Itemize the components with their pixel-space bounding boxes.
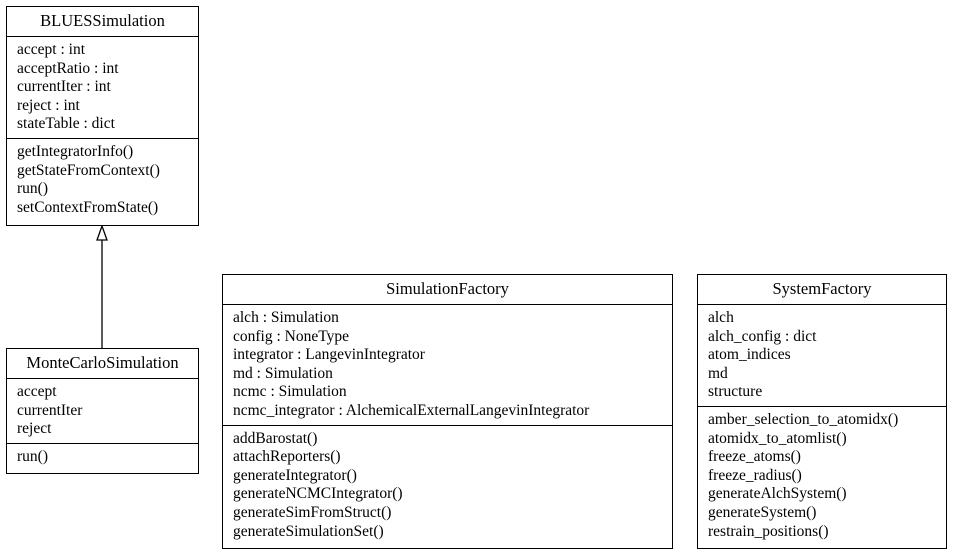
attributes-section: accept currentIter reject	[7, 379, 198, 444]
attribute: alch	[708, 309, 734, 326]
attribute: reject	[17, 420, 52, 438]
attribute: accept	[17, 383, 57, 400]
class-systemfactory[interactable]: SystemFactory alch alch_config : dict at…	[697, 274, 947, 549]
attribute: config : NoneType	[233, 327, 349, 345]
attribute: alch_config : dict	[708, 327, 817, 345]
class-name: BLUESSimulation	[7, 7, 198, 37]
method: atomidx_to_atomlist()	[708, 429, 847, 447]
method: generateNCMCIntegrator()	[233, 485, 403, 503]
attribute: md	[708, 364, 728, 382]
method: amber_selection_to_atomidx()	[708, 410, 899, 428]
methods-section: run()	[7, 444, 198, 471]
class-montecarlosimulation[interactable]: MonteCarloSimulation accept currentIter …	[6, 348, 199, 474]
class-bluessimulation[interactable]: BLUESSimulation accept : int acceptRatio…	[6, 6, 199, 226]
method: addBarostat()	[233, 429, 318, 447]
method: setContextFromState()	[17, 198, 159, 216]
method: run()	[17, 180, 48, 198]
inheritance-arrowhead	[96, 224, 108, 241]
attribute: reject : int	[17, 96, 80, 114]
class-name: MonteCarloSimulation	[7, 349, 198, 379]
class-name: SystemFactory	[698, 275, 946, 305]
method: freeze_atoms()	[708, 448, 801, 466]
attribute: integrator : LangevinIntegrator	[233, 346, 425, 364]
method: generateAlchSystem()	[708, 485, 847, 503]
method: freeze_radius()	[708, 466, 802, 484]
attribute: currentIter : int	[17, 78, 111, 96]
attributes-section: alch alch_config : dict atom_indices md …	[698, 305, 946, 407]
attribute: md : Simulation	[233, 364, 333, 382]
method: generateSimulationSet()	[233, 522, 384, 540]
methods-section: amber_selection_to_atomidx() atomidx_to_…	[698, 407, 946, 545]
method: run()	[17, 447, 48, 465]
attribute: alch : Simulation	[233, 309, 339, 326]
method: attachReporters()	[233, 448, 341, 466]
class-simulationfactory[interactable]: SimulationFactory alch : Simulation conf…	[222, 274, 673, 549]
attribute: atom_indices	[708, 346, 791, 364]
methods-section: addBarostat() attachReporters() generate…	[223, 426, 672, 546]
attributes-section: accept : int acceptRatio : int currentIt…	[7, 37, 198, 139]
method: generateSimFromStruct()	[233, 503, 392, 521]
attribute: stateTable : dict	[17, 115, 115, 133]
attributes-section: alch : Simulation config : NoneType inte…	[223, 305, 672, 426]
method: generateIntegrator()	[233, 466, 357, 484]
attribute: acceptRatio : int	[17, 59, 119, 77]
attribute: ncmc : Simulation	[233, 383, 347, 401]
attribute: structure	[708, 383, 763, 401]
attribute: ncmc_integrator : AlchemicalExternalLang…	[233, 401, 590, 419]
class-name: SimulationFactory	[223, 275, 672, 305]
method: getStateFromContext()	[17, 161, 160, 179]
method: getIntegratorInfo()	[17, 142, 134, 160]
method: generateSystem()	[708, 503, 817, 521]
attribute: accept : int	[17, 41, 85, 58]
method: restrain_positions()	[708, 522, 829, 540]
methods-section: getIntegratorInfo() getStateFromContext(…	[7, 139, 198, 221]
attribute: currentIter	[17, 401, 83, 419]
